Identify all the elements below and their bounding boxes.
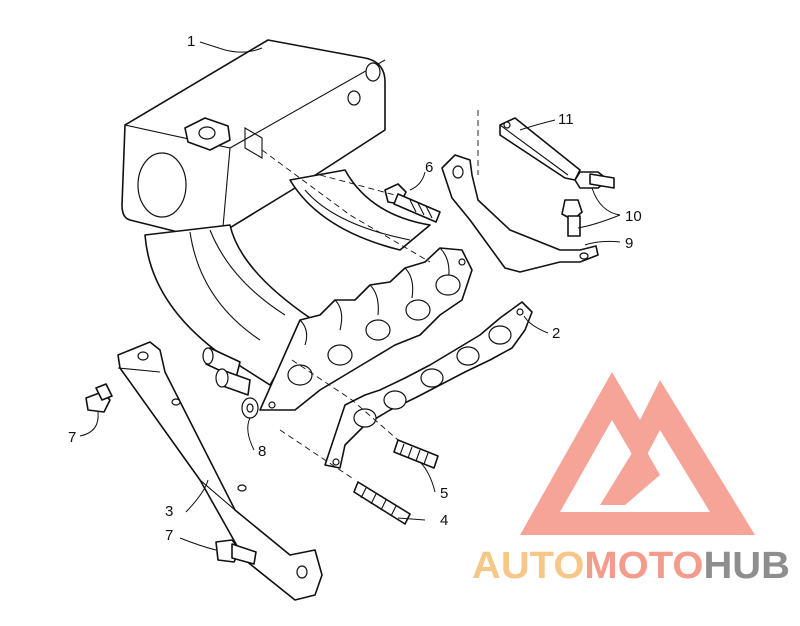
- part-10-bolts: [561, 171, 615, 237]
- watermark-hub: HUB: [703, 545, 790, 587]
- muffler-port: [137, 152, 187, 218]
- part-4-stud: [353, 481, 411, 525]
- mount-hole: [365, 62, 381, 82]
- watermark-auto: AUTO: [472, 545, 584, 587]
- leader-lines: [79, 41, 621, 551]
- callout-2: 2: [552, 325, 560, 342]
- part-1-muffler-box: [121, 39, 386, 241]
- part-9-support-bracket: [441, 154, 599, 273]
- callout-7-upper: 7: [68, 429, 76, 446]
- callout-1: 1: [187, 33, 195, 50]
- callout-4: 4: [440, 512, 448, 529]
- part-5-stud: [393, 439, 439, 469]
- part-6-bolt: [384, 183, 441, 223]
- part-8-pipe-stub: [202, 347, 259, 419]
- mount-hole: [347, 90, 361, 106]
- exhaust-manifold: [259, 247, 473, 411]
- part-3-bracket: [117, 341, 323, 601]
- callout-6: 6: [425, 159, 433, 176]
- triangle-m-logo-icon: [520, 372, 755, 535]
- watermark-moto: MOTO: [584, 545, 703, 587]
- part-7-bolt-upper: [85, 383, 113, 413]
- callout-10: 10: [625, 208, 642, 225]
- callout-5: 5: [440, 485, 448, 502]
- callout-3: 3: [165, 503, 173, 520]
- callout-8: 8: [258, 443, 266, 460]
- callout-labels: 1 2 3 4 5 6 7 7 8 9 10 11: [68, 33, 642, 544]
- alignment-lines: [261, 110, 479, 481]
- callout-7-lower: 7: [165, 527, 173, 544]
- callout-11: 11: [558, 111, 574, 128]
- callout-9: 9: [625, 235, 633, 252]
- part-7-bolt-lower: [215, 539, 257, 565]
